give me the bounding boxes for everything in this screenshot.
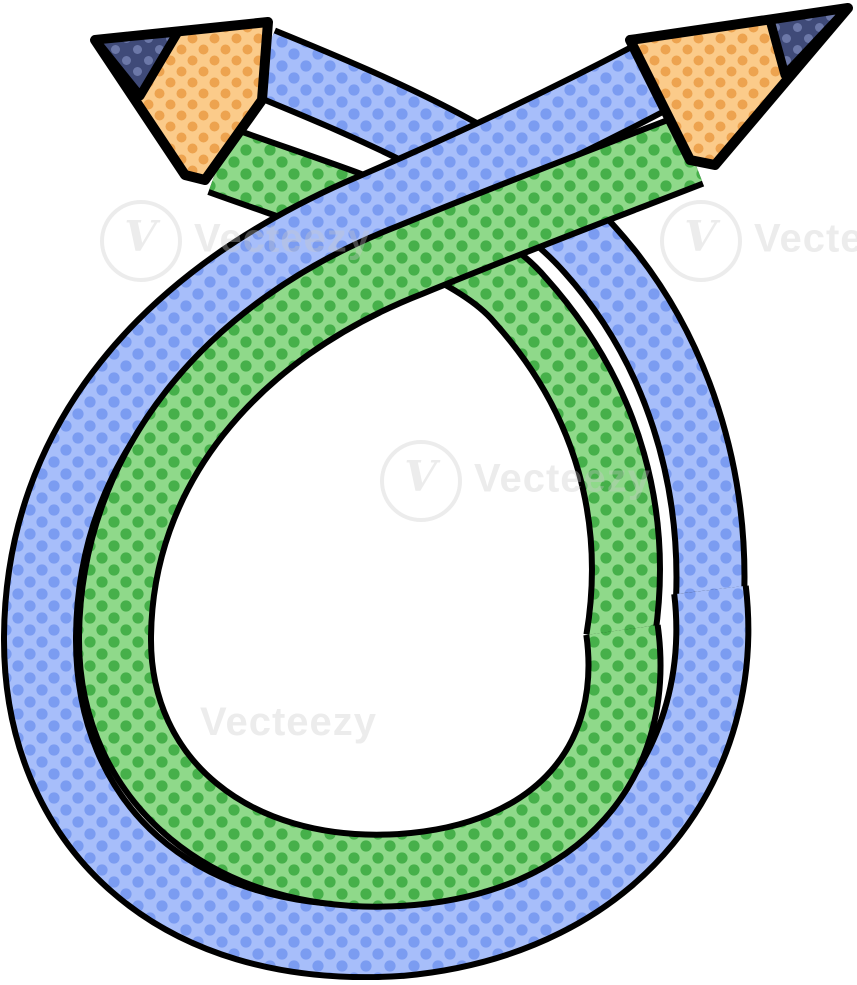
left-pencil-tip — [90, 17, 273, 185]
green-pencil-loop — [75, 113, 705, 910]
blue-pencil-back-strand — [248, 27, 748, 602]
right-pencil-tip — [625, 3, 853, 170]
blue-pencil-loop — [0, 43, 752, 981]
